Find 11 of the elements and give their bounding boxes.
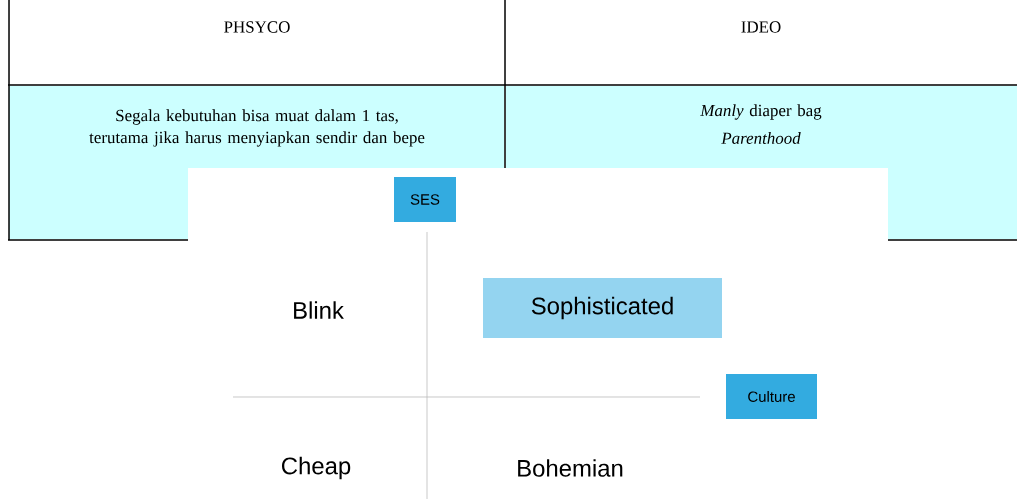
quadrant-label: Bohemian <box>518 459 623 477</box>
column-header: IDEO <box>741 21 781 33</box>
quadrant-label: Blink <box>294 301 344 319</box>
column-header: PHSYCO <box>224 21 290 33</box>
axis-label-box: Culture <box>726 374 817 419</box>
cell-text: Parenthood <box>721 132 801 144</box>
quadrant-label: Cheap <box>282 456 351 480</box>
category-box: Sophisticated <box>483 278 722 338</box>
axis-label-box: SES <box>394 177 456 222</box>
cell-text: Manly diaper bag <box>700 104 822 120</box>
cell-text: Segala kebutuhan bisa muat dalam 1 tas, terutama jika harus menyiapkan sendir dan bepe <box>89 109 425 147</box>
